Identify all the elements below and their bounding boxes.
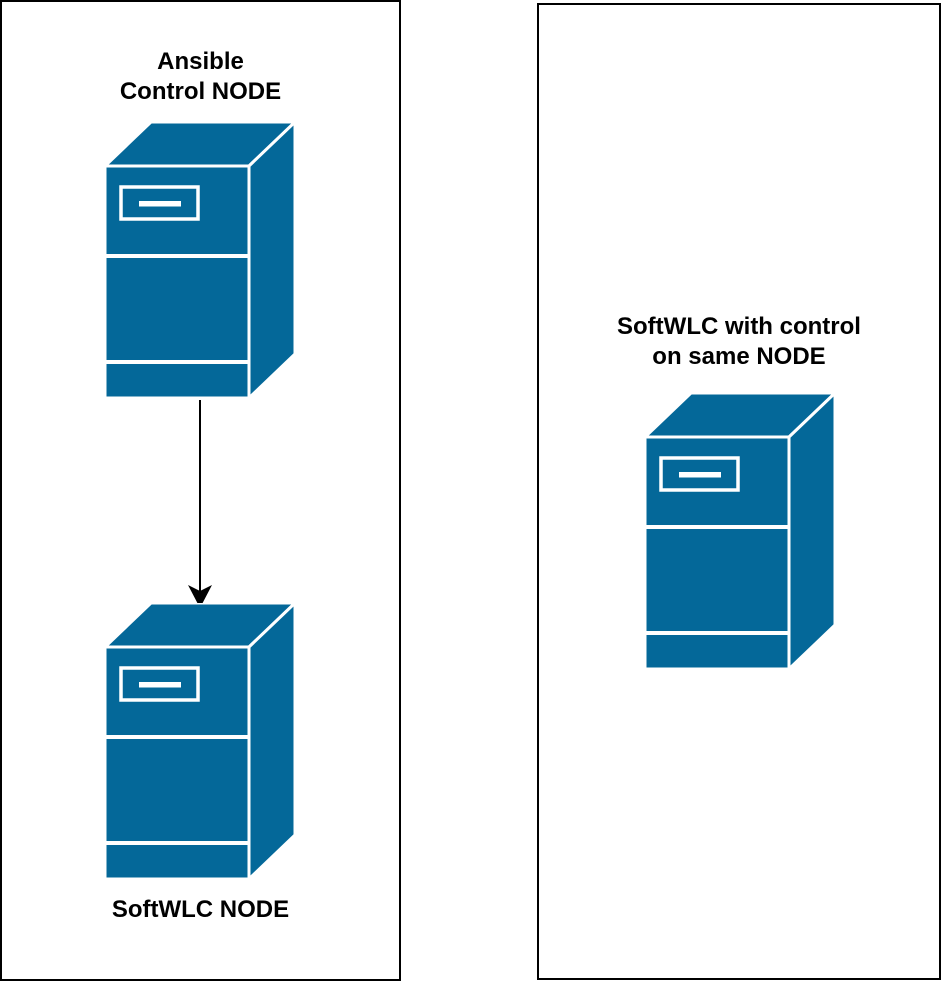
left-panel-title-line2: Control NODE xyxy=(119,78,282,105)
left-panel-title-line1: Ansible xyxy=(157,48,244,75)
right-panel: SoftWLC with control on same NODE xyxy=(537,3,941,980)
server-cabinet-icon xyxy=(645,393,835,669)
server-cabinet-icon xyxy=(105,603,295,879)
softwlc-node-label: SoftWLC NODE xyxy=(111,896,290,923)
left-panel-title: Ansible Control NODE xyxy=(2,47,399,107)
right-panel-title-line2: on same NODE xyxy=(652,343,826,370)
server-cabinet-icon xyxy=(105,122,295,398)
right-panel-title: SoftWLC with control on same NODE xyxy=(539,312,939,372)
arrow-down-icon xyxy=(188,400,212,608)
right-panel-title-line1: SoftWLC with control xyxy=(617,313,861,340)
left-panel: Ansible Control NODE SoftWLC NODE xyxy=(0,0,401,981)
